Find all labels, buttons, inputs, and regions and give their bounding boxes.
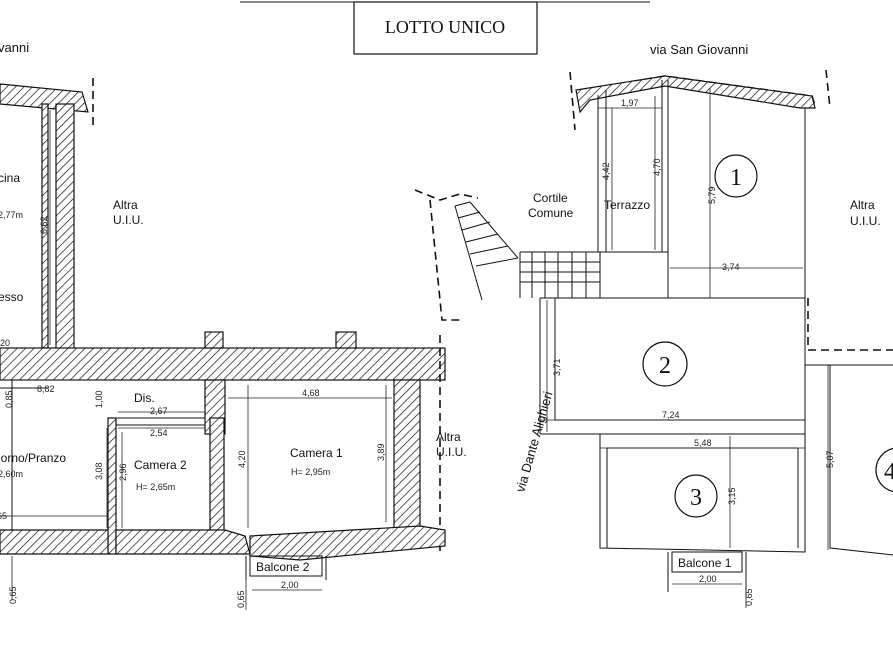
room-soggiorno: iorno/Pranzo: [0, 451, 66, 465]
dim-3-89: 3,89: [376, 443, 386, 461]
altra-uiu-left-top-b: U.I.U.: [113, 213, 144, 227]
dim-0-85: 0,85: [4, 390, 14, 408]
title: LOTTO UNICO: [385, 17, 505, 37]
dim-2-00-left: 2,00: [281, 580, 299, 590]
dim-0-65-left-b: 0,65: [236, 590, 246, 608]
room-camera1: Camera 1: [290, 446, 343, 460]
cortile-label-b: Comune: [528, 206, 574, 220]
altra-uiu-right-b: U.I.U.: [850, 214, 881, 228]
street-top-left: vanni: [0, 40, 29, 55]
dim-7-24: 7,24: [662, 410, 680, 420]
balcone1-label: Balcone 1: [678, 556, 732, 570]
room-ingresso: esso: [0, 290, 24, 304]
dim-20: 20: [0, 338, 10, 348]
dim-4-68: 4,68: [302, 388, 320, 398]
dim-1-97: 1,97: [621, 98, 639, 108]
dim-0-65-left-a: 0,65: [8, 586, 18, 604]
dim-5-79: 5,79: [707, 186, 717, 204]
svg-text:1: 1: [730, 165, 742, 191]
room-balcone2: Balcone 2: [256, 560, 310, 574]
street-top-right: via San Giovanni: [650, 42, 748, 57]
dim-4-20: 4,20: [237, 450, 247, 468]
dim-8-82: 8,82: [37, 384, 55, 394]
title-box: [353, 1, 538, 55]
room-camera2-height: H= 2,65m: [136, 482, 175, 492]
dim-4-70: 4,70: [652, 158, 662, 176]
marker-1: 1: [714, 154, 758, 198]
altra-uiu-left-b: U.I.U.: [436, 445, 467, 459]
marker-2: 2: [642, 341, 688, 387]
dim-2-67: 2,67: [150, 406, 168, 416]
altra-uiu-right-a: Altra: [850, 198, 875, 212]
room-cucina-height: 2,77m: [0, 210, 23, 220]
street-side: via Dante Alighieri: [512, 390, 555, 494]
svg-text:2: 2: [659, 353, 671, 379]
dim-2-00-right: 2,00: [699, 574, 717, 584]
dim-4-42: 4,42: [601, 162, 611, 180]
room-cucina: cina: [0, 171, 20, 185]
room-camera2: Camera 2: [134, 458, 187, 472]
dim-3-74: 3,74: [722, 262, 740, 272]
dim-5-48: 5,48: [694, 438, 712, 448]
marker-3: 3: [674, 474, 718, 518]
stairs: [454, 201, 601, 301]
dim-3-71: 3,71: [552, 358, 562, 376]
dim-2-54: 2,54: [150, 428, 168, 438]
cortile-label-a: Cortile: [533, 191, 568, 205]
dim-2-96: 2,96: [118, 463, 128, 481]
dim-65: 65: [0, 511, 7, 521]
left-plan: [0, 78, 446, 610]
room-soggiorno-height: 2,60m: [0, 469, 23, 479]
svg-text:3: 3: [690, 485, 702, 511]
dim-5-07: 5,07: [825, 450, 835, 468]
altra-uiu-left-top-a: Altra: [113, 198, 138, 212]
dim-3-08: 3,08: [94, 462, 104, 480]
room-camera1-height: H= 2,95m: [291, 467, 330, 477]
terrazzo-label: Terrazzo: [604, 198, 650, 212]
dim-6-62: 6,62: [39, 216, 49, 234]
dim-1-00: 1,00: [94, 390, 104, 408]
marker-4: 4: [875, 447, 893, 493]
right-plan: [414, 69, 893, 608]
dim-3-15: 3,15: [727, 487, 737, 505]
room-dis: Dis.: [134, 391, 155, 405]
svg-text:4: 4: [884, 459, 893, 485]
altra-uiu-left-a: Altra: [436, 430, 461, 444]
dim-0-65-right: 0,65: [744, 588, 754, 606]
